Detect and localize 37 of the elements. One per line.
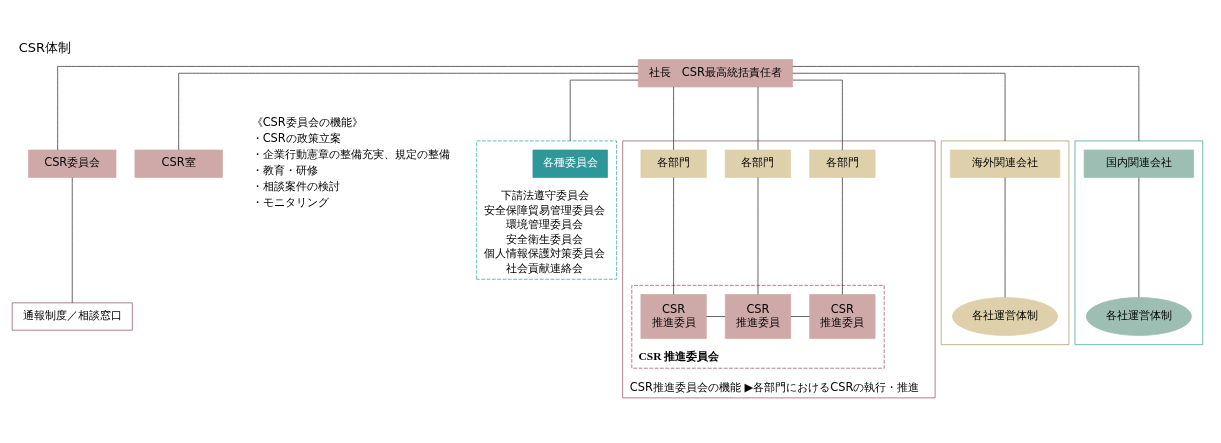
- diagram-title: CSR体制: [18, 40, 71, 56]
- connector: [673, 177, 674, 295]
- connector: [792, 72, 1006, 142]
- label: ・教育・研修: [251, 163, 318, 178]
- node-box: 通報制度／相談窓口: [11, 302, 133, 331]
- connector: [71, 177, 73, 304]
- connector: [842, 177, 843, 295]
- node-box: 各種委員会: [532, 149, 608, 178]
- connector: [790, 316, 810, 317]
- connector: [673, 86, 674, 151]
- connector: [792, 66, 1140, 142]
- cluster: [1074, 140, 1204, 346]
- connector: [569, 79, 639, 142]
- connector: [792, 79, 843, 151]
- label: ・企業行動憲章の整備充実、規定の整備: [251, 147, 450, 162]
- cluster: [940, 140, 1070, 346]
- node-box: CSR 推進委員: [640, 294, 707, 339]
- node-ellipse: 各社運営体制: [952, 297, 1059, 336]
- connector: [57, 66, 639, 151]
- node-box: CSR 推進委員: [724, 294, 792, 339]
- connector: [757, 177, 759, 295]
- label: ・CSRの政策立案: [251, 131, 341, 146]
- node-box: 各部門: [640, 149, 707, 178]
- node-box: CSR室: [134, 149, 223, 178]
- node-box: 社長 CSR最高統括責任者: [637, 59, 793, 88]
- node-box: 各部門: [809, 149, 876, 178]
- label: 《CSR委員会の機能》: [251, 115, 363, 130]
- connector: [706, 316, 726, 317]
- connector: [178, 72, 639, 151]
- node-box: 各部門: [724, 149, 792, 178]
- node-box: CSR 推進委員: [809, 294, 876, 339]
- label: ・モニタリング: [251, 195, 329, 210]
- node-box: 海外関連会社: [949, 149, 1061, 178]
- node-box: 国内関連会社: [1083, 149, 1194, 178]
- node-ellipse: 各社運営体制: [1085, 297, 1192, 336]
- node-box: CSR委員会: [28, 149, 117, 178]
- label: ・相談案件の検討: [251, 179, 340, 194]
